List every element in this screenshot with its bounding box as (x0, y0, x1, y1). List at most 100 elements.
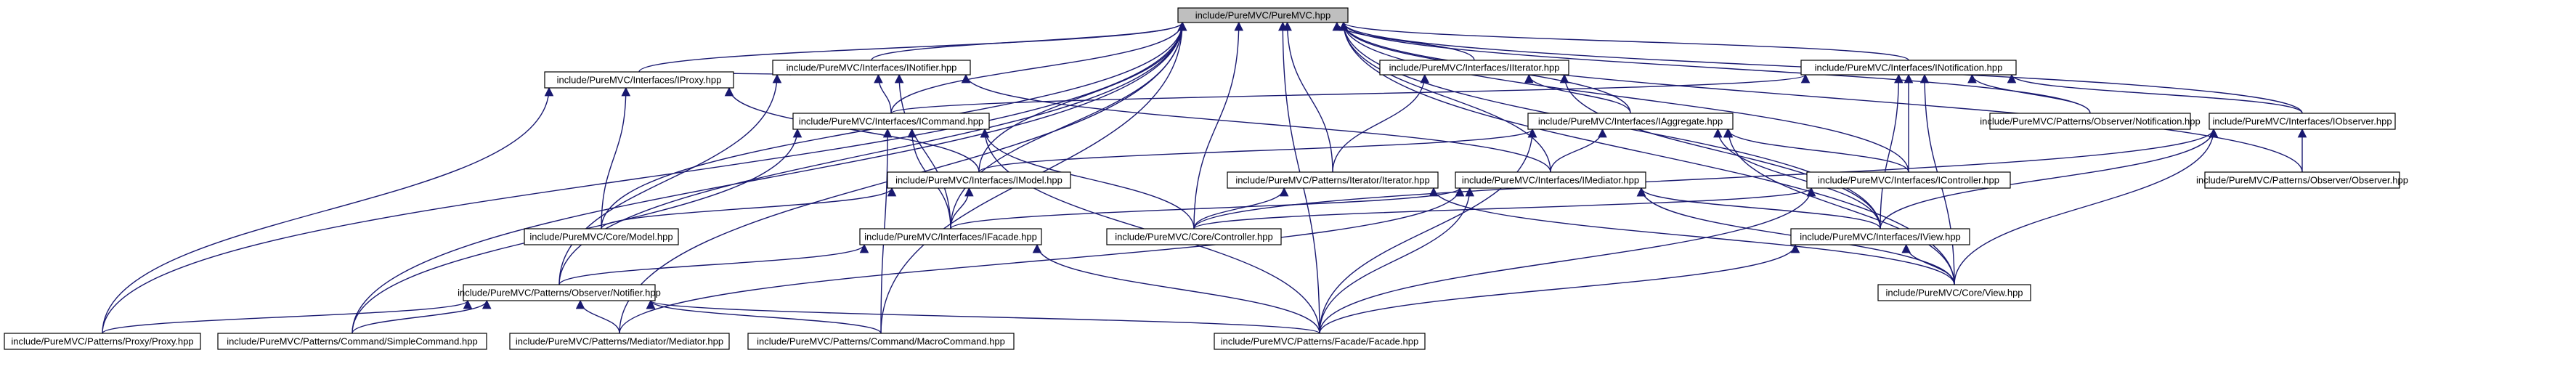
edge-iterator-to-pure-mvc (1283, 21, 1333, 173)
node-iview-hpp[interactable]: include/PureMVC/Interfaces/IView.hpp (1790, 228, 1970, 245)
edge-iaggregate-to-iiterator (1524, 73, 1631, 114)
edge-proxy-to-iproxy (102, 86, 554, 334)
edge-macro-command-to-notifier (646, 299, 882, 334)
svg-text:include/PureMVC/Core/Controlle: include/PureMVC/Core/Controller.hpp (1115, 232, 1273, 243)
node-iterator-hpp[interactable]: include/PureMVC/Patterns/Iterator/Iterat… (1227, 171, 1439, 189)
edge-view-to-iaggregate (1723, 128, 1955, 285)
edge-ifacade-to-inotifier (894, 73, 951, 229)
svg-text:include/PureMVC/Interfaces/INo: include/PureMVC/Interfaces/INotification… (1815, 62, 2003, 73)
edge-icommand-to-inotifier (874, 73, 892, 114)
svg-text:include/PureMVC/Interfaces/IFa: include/PureMVC/Interfaces/IFacade.hpp (864, 232, 1037, 243)
node-iproxy-hpp[interactable]: include/PureMVC/Interfaces/IProxy.hpp (544, 71, 734, 89)
edge-controller-to-icontroller (1193, 187, 1816, 229)
node-macrocommand-hpp[interactable]: include/PureMVC/Patterns/Command/MacroCo… (747, 333, 1015, 350)
edge-model-to-iproxy (601, 86, 631, 229)
svg-text:include/PureMVC/Patterns/Media: include/PureMVC/Patterns/Mediator/Mediat… (516, 336, 723, 347)
edge-iview-to-iobserver (1880, 128, 2219, 229)
edge-mediator-to-imediator (619, 187, 1465, 334)
edge-iobserver-to-inotification (2007, 73, 2303, 114)
svg-text:include/PureMVC/Patterns/Itera: include/PureMVC/Patterns/Iterator/Iterat… (1235, 175, 1429, 186)
edge-iview-to-iiterator (1559, 73, 1881, 229)
edge-iproxy-to-pure-mvc (638, 21, 1187, 73)
node-proxy-hpp[interactable]: include/PureMVC/Patterns/Proxy/Proxy.hpp (4, 333, 201, 350)
node-icontroller-hpp[interactable]: include/PureMVC/Interfaces/IController.h… (1806, 171, 2011, 189)
edge-proxy-to-pure-mvc (102, 21, 1187, 334)
node-icommand-hpp[interactable]: include/PureMVC/Interfaces/ICommand.hpp (792, 113, 990, 130)
node-iaggregate-hpp[interactable]: include/PureMVC/Interfaces/IAggregate.hp… (1527, 113, 1734, 130)
edge-icontroller-to-iaggregate (1723, 128, 1909, 173)
edge-controller-to-iobserver (1193, 128, 2219, 229)
svg-text:include/PureMVC/Interfaces/IAg: include/PureMVC/Interfaces/IAggregate.hp… (1538, 116, 1723, 127)
edge-notifier-to-ifacade (558, 243, 869, 285)
svg-text:include/PureMVC/Patterns/Proxy: include/PureMVC/Patterns/Proxy/Proxy.hpp (11, 336, 193, 347)
edge-notification-to-pure-mvc (1338, 21, 2091, 114)
edge-proxy-to-notifier (102, 299, 473, 334)
node-controller-hpp[interactable]: include/PureMVC/Core/Controller.hpp (1106, 228, 1282, 245)
edge-controller-to-pure-mvc (1193, 21, 1244, 229)
edge-facade-to-icontroller (1319, 187, 1816, 334)
node-simplecommand-hpp[interactable]: include/PureMVC/Patterns/Command/SimpleC… (217, 333, 487, 350)
node-notification-hpp[interactable]: include/PureMVC/Patterns/Observer/Notifi… (1980, 113, 2201, 130)
node-observer-hpp[interactable]: include/PureMVC/Patterns/Observer/Observ… (2196, 171, 2408, 189)
edge-ifacade-to-imodel (950, 187, 974, 229)
edge-facade-to-notifier (646, 299, 1320, 334)
node-iiterator-hpp[interactable]: include/PureMVC/Interfaces/IIterator.hpp (1379, 60, 1569, 76)
edge-facade-to-imediator (1319, 187, 1474, 334)
edge-view-to-iobserver (1954, 128, 2219, 285)
edge-ifacade-to-imediator (950, 187, 1465, 229)
edge-view-to-iterator (1429, 187, 1955, 285)
edge-inotification-to-pure-mvc (1339, 21, 1909, 61)
svg-text:include/PureMVC/Core/Model.hpp: include/PureMVC/Core/Model.hpp (529, 232, 673, 243)
node-imediator-hpp[interactable]: include/PureMVC/Interfaces/IMediator.hpp (1455, 171, 1646, 189)
file-nodes: include/PureMVC/PureMVC.hpp include/Pure… (4, 7, 2408, 350)
node-view-hpp[interactable]: include/PureMVC/Core/View.hpp (1877, 284, 2031, 301)
edge-simple-command-to-notifier (352, 299, 492, 334)
svg-text:include/PureMVC/Interfaces/ICo: include/PureMVC/Interfaces/ICommand.hpp (799, 116, 983, 127)
edge-iview-to-imediator (1636, 187, 1881, 229)
edge-notification-to-inotification (1967, 73, 2091, 114)
edge-facade-to-ifacade (1032, 243, 1320, 334)
node-puremvc-hpp[interactable]: include/PureMVC/PureMVC.hpp (1177, 7, 1349, 23)
svg-text:include/PureMVC/Interfaces/INo: include/PureMVC/Interfaces/INotifier.hpp (787, 62, 957, 73)
edge-facade-to-iview (1319, 243, 1800, 334)
svg-text:include/PureMVC/Interfaces/IMe: include/PureMVC/Interfaces/IMediator.hpp (1462, 175, 1639, 186)
edge-imodel-to-iproxy (724, 86, 980, 173)
edge-facade-to-iaggregate (1319, 128, 1537, 334)
edge-observer-to-pure-mvc (1338, 21, 2303, 173)
edge-model-to-imodel (601, 187, 897, 229)
svg-text:include/PureMVC/Patterns/Obser: include/PureMVC/Patterns/Observer/Notifi… (458, 288, 661, 298)
svg-text:include/PureMVC/Patterns/Comma: include/PureMVC/Patterns/Command/SimpleC… (227, 336, 477, 347)
edge-imediator-to-pure-mvc (1338, 21, 1551, 173)
edge-icommand-to-inotification (890, 73, 1810, 114)
edge-icontroller-to-pure-mvc (1338, 21, 1909, 173)
svg-text:include/PureMVC/Patterns/Obser: include/PureMVC/Patterns/Observer/Observ… (2196, 175, 2408, 186)
edge-mediator-to-notifier (575, 299, 620, 334)
node-inotification-hpp[interactable]: include/PureMVC/Interfaces/INotification… (1800, 60, 2017, 76)
node-facade-hpp[interactable]: include/PureMVC/Patterns/Facade/Facade.h… (1214, 333, 1426, 350)
node-notifier-hpp[interactable]: include/PureMVC/Patterns/Observer/Notifi… (458, 284, 661, 301)
edge-controller-to-icommand (980, 128, 1195, 229)
svg-text:include/PureMVC/Interfaces/IIt: include/PureMVC/Interfaces/IIterator.hpp (1389, 62, 1560, 73)
node-ifacade-hpp[interactable]: include/PureMVC/Interfaces/IFacade.hpp (859, 228, 1042, 245)
node-model-hpp[interactable]: include/PureMVC/Core/Model.hpp (524, 228, 679, 245)
edge-controller-to-iterator (1193, 187, 1289, 229)
svg-text:include/PureMVC/Interfaces/ICo: include/PureMVC/Interfaces/IController.h… (1818, 175, 1999, 186)
svg-text:include/PureMVC/Patterns/Facad: include/PureMVC/Patterns/Facade/Facade.h… (1221, 336, 1418, 347)
edge-iterator-to-iiterator (1332, 73, 1430, 173)
svg-text:include/PureMVC/Interfaces/IVi: include/PureMVC/Interfaces/IView.hpp (1800, 232, 1961, 243)
edge-imediator-to-inotifier (961, 73, 1551, 173)
edge-icommand-to-pure-mvc (890, 21, 1187, 114)
svg-text:include/PureMVC/PureMVC.hpp: include/PureMVC/PureMVC.hpp (1195, 10, 1330, 21)
node-iobserver-hpp[interactable]: include/PureMVC/Interfaces/IObserver.hpp (2209, 113, 2396, 130)
edge-imodel-to-iaggregate (978, 128, 1537, 173)
svg-text:include/PureMVC/Interfaces/IPr: include/PureMVC/Interfaces/IProxy.hpp (557, 75, 722, 86)
svg-text:include/PureMVC/Patterns/Obser: include/PureMVC/Patterns/Observer/Notifi… (1980, 116, 2200, 127)
node-mediator-hpp[interactable]: include/PureMVC/Patterns/Mediator/Mediat… (509, 333, 730, 350)
edge-iview-to-iaggregate (1713, 128, 1881, 229)
svg-text:include/PureMVC/Interfaces/IOb: include/PureMVC/Interfaces/IObserver.hpp (2212, 116, 2392, 127)
edge-imediator-to-iaggregate (1550, 128, 1607, 173)
edge-notifier-to-inotifier (558, 73, 782, 285)
node-imodel-hpp[interactable]: include/PureMVC/Interfaces/IModel.hpp (887, 171, 1071, 189)
node-inotifier-hpp[interactable]: include/PureMVC/Interfaces/INotifier.hpp (772, 60, 971, 76)
